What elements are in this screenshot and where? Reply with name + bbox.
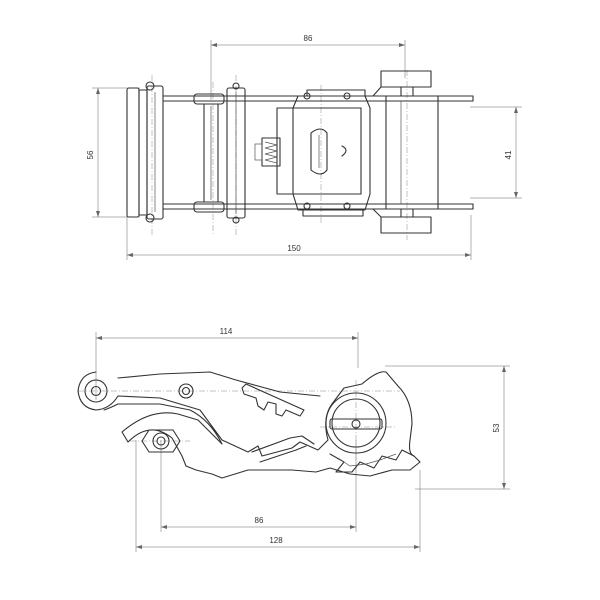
- handle-lever: [77, 371, 421, 479]
- handle-plate: [276, 89, 371, 217]
- ratchet-gear: [325, 392, 415, 473]
- dimension-side-length: 114: [95, 327, 359, 400]
- release-tab: [241, 383, 305, 417]
- dimension-total-length-label: 150: [287, 244, 301, 253]
- dimension-total-length: 150: [126, 215, 472, 260]
- dimension-side-height: 53: [385, 365, 510, 490]
- dimension-strap-width-label: 41: [504, 150, 513, 159]
- side-view: 114 53 86 128: [77, 327, 510, 552]
- dimension-pin-distance-label: 86: [255, 516, 264, 525]
- hex-nut: [141, 429, 181, 453]
- left-roller: [126, 81, 164, 223]
- right-handle: [372, 70, 439, 234]
- dimension-height-label: 56: [86, 150, 95, 159]
- base-pawl: [251, 435, 315, 463]
- ratchet-spindle: [193, 82, 246, 224]
- dimension-side-length-label: 114: [220, 327, 233, 336]
- dimension-pin-distance: 86: [160, 440, 357, 532]
- dimension-side-total-length-label: 128: [269, 536, 283, 545]
- dimension-inner-width: 86: [210, 34, 406, 100]
- dimension-side-height-label: 53: [492, 423, 501, 432]
- dimension-inner-width-label: 86: [304, 34, 313, 43]
- top-view: 86 56 41 150: [86, 34, 522, 260]
- dimension-strap-width: 41: [470, 106, 522, 199]
- side-rails: [162, 95, 474, 210]
- dimension-side-total-length: 128: [135, 440, 421, 552]
- spring: [254, 137, 281, 167]
- dimension-height: 56: [86, 87, 140, 218]
